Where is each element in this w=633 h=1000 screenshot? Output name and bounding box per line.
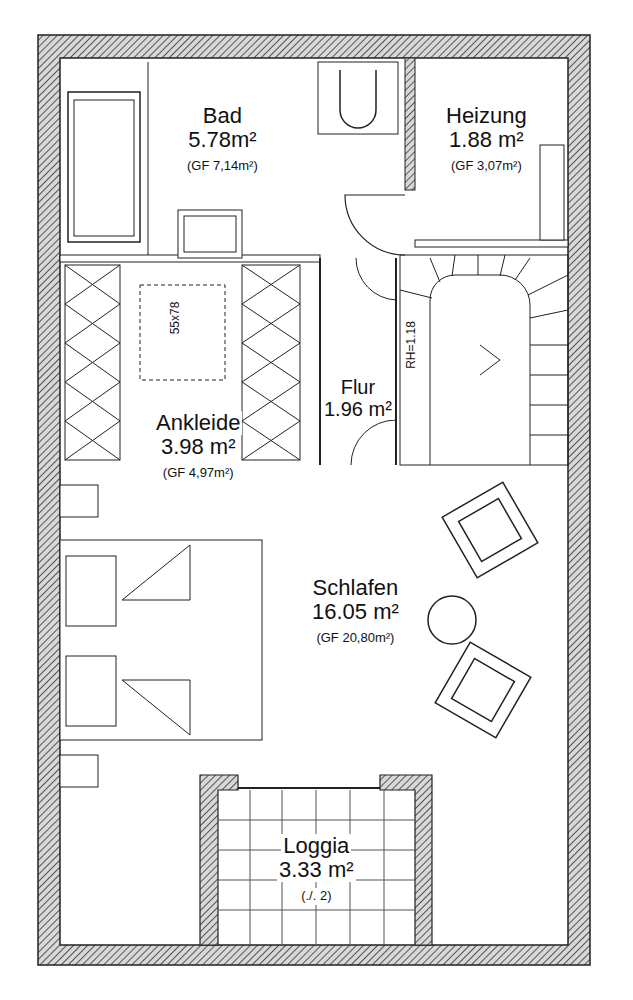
room-area: (./. 2) — [299, 888, 333, 905]
room-area: (GF 20,80m²) — [314, 630, 396, 647]
room-area: 3.98 m² — [159, 435, 238, 459]
room-label: Ankleide3.98 m² (GF 4,97m²) — [154, 411, 242, 482]
interior-wall — [405, 58, 415, 190]
dimension-label: 55x78 — [168, 301, 182, 336]
interior-wall — [319, 258, 321, 465]
room-name: Heizung — [444, 104, 529, 128]
room-label: Flur1.96 m² — [322, 376, 394, 420]
room-area: 1.88 m² — [447, 128, 526, 152]
toilet — [340, 70, 376, 128]
loggia-tiles — [218, 790, 415, 945]
loggia-wall — [380, 775, 432, 945]
door-swing — [351, 420, 396, 465]
side-table — [428, 596, 476, 644]
room-name: Flur — [339, 376, 377, 398]
sink — [184, 216, 236, 252]
room-area: (GF 7,14m²) — [185, 158, 260, 175]
loggia-wall — [200, 775, 238, 945]
bathtub — [148, 62, 149, 255]
outer-wall — [38, 35, 590, 965]
bed — [60, 485, 262, 787]
loggia-door — [238, 787, 380, 789]
room-area: 16.05 m² — [310, 600, 401, 624]
room-name: Schlafen — [311, 576, 401, 600]
bathtub — [74, 100, 134, 236]
room-area: (GF 4,97m²) — [161, 465, 236, 482]
interior-wall — [415, 240, 568, 247]
room-name: Bad — [201, 104, 244, 128]
wardrobe — [65, 265, 300, 460]
sink — [178, 210, 242, 258]
room-label: Heizung1.88 m² (GF 3,07m²) — [444, 104, 529, 175]
dimension-label: RH=1.18 — [404, 320, 418, 370]
shower-outline — [140, 285, 225, 380]
door-swing — [345, 195, 405, 255]
window — [540, 145, 564, 240]
room-area: (GF 3,07m²) — [449, 158, 524, 175]
room-label: Loggia3.33 m² (./. 2) — [277, 834, 356, 905]
room-area: 1.96 m² — [322, 398, 394, 420]
room-area: 3.33 m² — [277, 858, 356, 882]
bathtub — [68, 92, 140, 242]
door-swing — [356, 258, 396, 300]
room-name: Ankleide — [154, 411, 242, 435]
room-name: Loggia — [281, 834, 351, 858]
room-label: Bad5.78m² (GF 7,14m²) — [185, 104, 260, 175]
room-label: Schlafen16.05 m² (GF 20,80m²) — [310, 576, 401, 647]
staircase — [400, 255, 568, 465]
room-area: 5.78m² — [186, 128, 258, 152]
toilet — [318, 62, 398, 134]
